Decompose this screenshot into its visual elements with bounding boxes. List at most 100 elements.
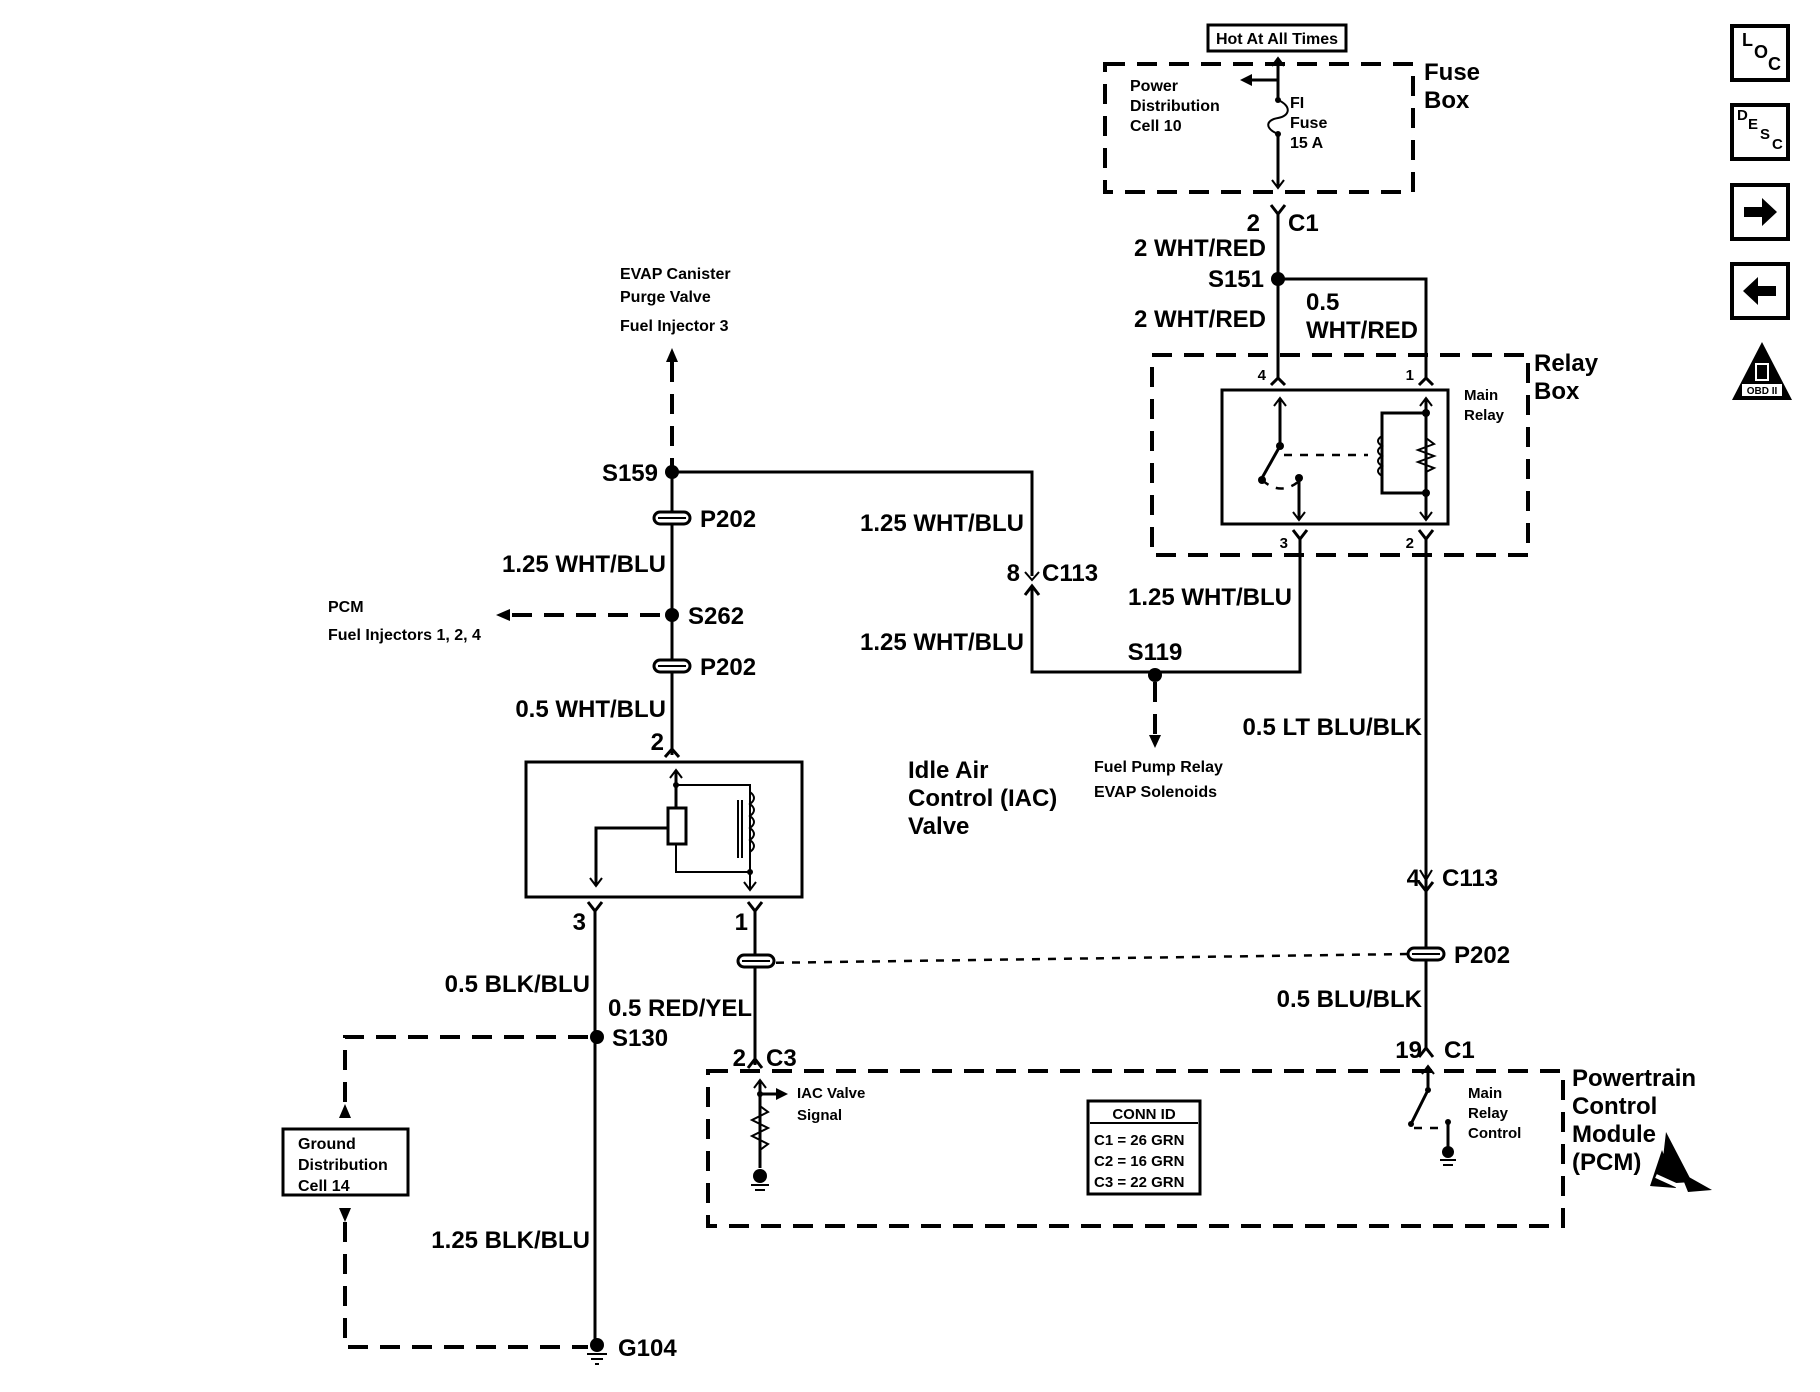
wire-label-05: 0.5: [1306, 289, 1339, 316]
wire-125-wht-blu-s159: [672, 470, 1034, 576]
esd-warning-icon: [1650, 1132, 1712, 1198]
iac-signal-circuit: [749, 1078, 788, 1191]
p202-label-a: P202: [700, 506, 756, 533]
iac-valve-signal-label-2: Signal: [797, 1107, 842, 1124]
ground-distribution-label-3: Cell 14: [298, 1178, 350, 1195]
main-relay-control-label-1: Main: [1468, 1085, 1502, 1102]
wire-label-2-wht-red-b: 2 WHT/RED: [1134, 306, 1266, 333]
wire-label-05-left: 0.5 WHT/BLU: [515, 696, 666, 723]
loc-button[interactable]: L O C: [1730, 24, 1790, 82]
desc-icon: D: [1737, 107, 1748, 124]
wire-label-blk-blu: 0.5 BLK/BLU: [445, 971, 590, 998]
fuse-label-2: Fuse: [1290, 115, 1327, 132]
wire-label-wht-red: WHT/RED: [1306, 317, 1418, 344]
main-relay-label-1: Main: [1464, 387, 1498, 404]
wire-05-wht-red: [1278, 277, 1428, 378]
p202-label-b: P202: [700, 654, 756, 681]
main-relay-control-switch: [1408, 1064, 1456, 1166]
loc-icon-c: C: [1768, 54, 1781, 74]
s119-label: S119: [1128, 639, 1183, 666]
relay-pin-2: 2: [1406, 535, 1414, 552]
c113-label-a: C113: [1042, 560, 1098, 587]
iac-title-2: Control (IAC): [908, 785, 1057, 812]
pcm-title-3: Module: [1572, 1121, 1656, 1148]
s151-label: S151: [1208, 266, 1264, 293]
conn-id-row: C1 = 26 GRN: [1094, 1132, 1184, 1149]
main-relay-control-label-2: Relay: [1468, 1105, 1509, 1122]
wire-label-blu-blk: 0.5 BLU/BLK: [1277, 986, 1423, 1013]
ref-fuel-injector-3[interactable]: Fuel Injector 3: [620, 318, 729, 335]
ref-evap-solenoids[interactable]: EVAP Solenoids: [1094, 784, 1217, 801]
pcm-title-2: Control: [1572, 1093, 1657, 1120]
iac-pin-3: 3: [573, 909, 586, 936]
ref-evap-canister[interactable]: EVAP Canister: [620, 266, 731, 283]
wire-125-wht-blu-relay3: [1030, 539, 1302, 674]
p202-connector-right: [1406, 946, 1446, 962]
iac-valve-internal: [589, 768, 757, 892]
conn-id-table: CONN ID C1 = 26 GRN C2 = 16 GRN C3 = 22 …: [1086, 1099, 1202, 1196]
main-relay-label-2: Relay: [1464, 407, 1505, 424]
obd-ii-button[interactable]: OBD II: [1730, 340, 1794, 402]
obd-ii-label: OBD II: [1747, 386, 1778, 397]
ref-purge-valve[interactable]: Purge Valve: [620, 289, 711, 306]
p202-connector-a: [652, 510, 692, 526]
s159-label: S159: [602, 460, 658, 487]
power-distribution-label-3: Cell 10: [1130, 118, 1182, 135]
conn-id-row: C2 = 16 GRN: [1094, 1153, 1184, 1170]
desc-icon-c: C: [1772, 136, 1783, 153]
next-arrow-icon: [1744, 198, 1777, 226]
main-relay-control-label-3: Control: [1468, 1125, 1521, 1142]
g104-label: G104: [618, 1335, 677, 1362]
ref-fuel-injectors-124[interactable]: Fuel Injectors 1, 2, 4: [328, 627, 481, 644]
iac-valve-component: [524, 760, 804, 899]
desc-button[interactable]: D E S C: [1730, 103, 1790, 161]
wire-label-c113-top: 1.25 WHT/BLU: [860, 510, 1024, 537]
splice-s119: [1148, 668, 1162, 682]
relay-box-title-1: Relay: [1534, 350, 1599, 377]
c113-connector-pin8: [1023, 583, 1041, 596]
pcm-title-1: Powertrain: [1572, 1065, 1696, 1092]
fuse-box-title-2: Box: [1424, 87, 1470, 114]
fi-fuse-symbol: [1240, 56, 1289, 190]
wire-label-125-left: 1.25 WHT/BLU: [502, 551, 666, 578]
wire-label-relay3: 1.25 WHT/BLU: [1128, 584, 1292, 611]
c1-connector-fuse: [1269, 204, 1287, 217]
desc-icon-e: E: [1748, 116, 1759, 133]
prev-page-button[interactable]: [1730, 262, 1790, 320]
ground-g104-icon: [587, 1338, 607, 1365]
fuse-label-3: 15 A: [1290, 135, 1324, 152]
relay-box-title-2: Box: [1534, 378, 1580, 405]
pcm-title-4: (PCM): [1572, 1149, 1641, 1176]
next-page-button[interactable]: [1730, 183, 1790, 241]
iac-pin-2: 2: [651, 729, 664, 756]
ground-ref-line-top: [343, 1035, 588, 1118]
wire-label-lt-blu-blk: 0.5 LT BLU/BLK: [1242, 714, 1422, 741]
power-distribution-label-2: Distribution: [1130, 98, 1220, 115]
p202-label-right: P202: [1454, 942, 1510, 969]
main-relay-component: [1220, 388, 1450, 526]
iac-title-3: Valve: [908, 813, 969, 840]
wire-label-125-blk-blu: 1.25 BLK/BLU: [431, 1227, 590, 1254]
fuse-box-outline: [1103, 62, 1415, 194]
c3-pin-2: 2: [733, 1045, 746, 1072]
ground-ref-line-bottom: [343, 1222, 588, 1349]
wire-label-red-yel: 0.5 RED/YEL: [608, 995, 752, 1022]
splice-s130: [590, 1030, 604, 1044]
pcm-outline: [706, 1069, 1565, 1228]
ref-fuel-pump-relay[interactable]: Fuel Pump Relay: [1094, 759, 1223, 776]
relay-pin-4: 4: [1258, 367, 1267, 384]
relay-pin-1: 1: [1406, 367, 1414, 384]
s262-label: S262: [688, 603, 744, 630]
iac-valve-signal-label-1: IAC Valve: [797, 1085, 865, 1102]
c113-pin-8: 8: [1007, 560, 1020, 587]
iac-pin-1: 1: [735, 909, 748, 936]
ground-distribution-label-2: Distribution: [298, 1157, 388, 1174]
ref-pcm[interactable]: PCM: [328, 599, 364, 616]
c113-pin-4: 4: [1407, 865, 1421, 892]
ground-distribution-box[interactable]: [281, 1127, 410, 1197]
obd-ii-icon: OBD II: [1732, 342, 1792, 400]
desc-icon-s: S: [1760, 126, 1771, 143]
fuse-label-1: FI: [1290, 95, 1304, 112]
conn-id-title: CONN ID: [1112, 1106, 1176, 1123]
